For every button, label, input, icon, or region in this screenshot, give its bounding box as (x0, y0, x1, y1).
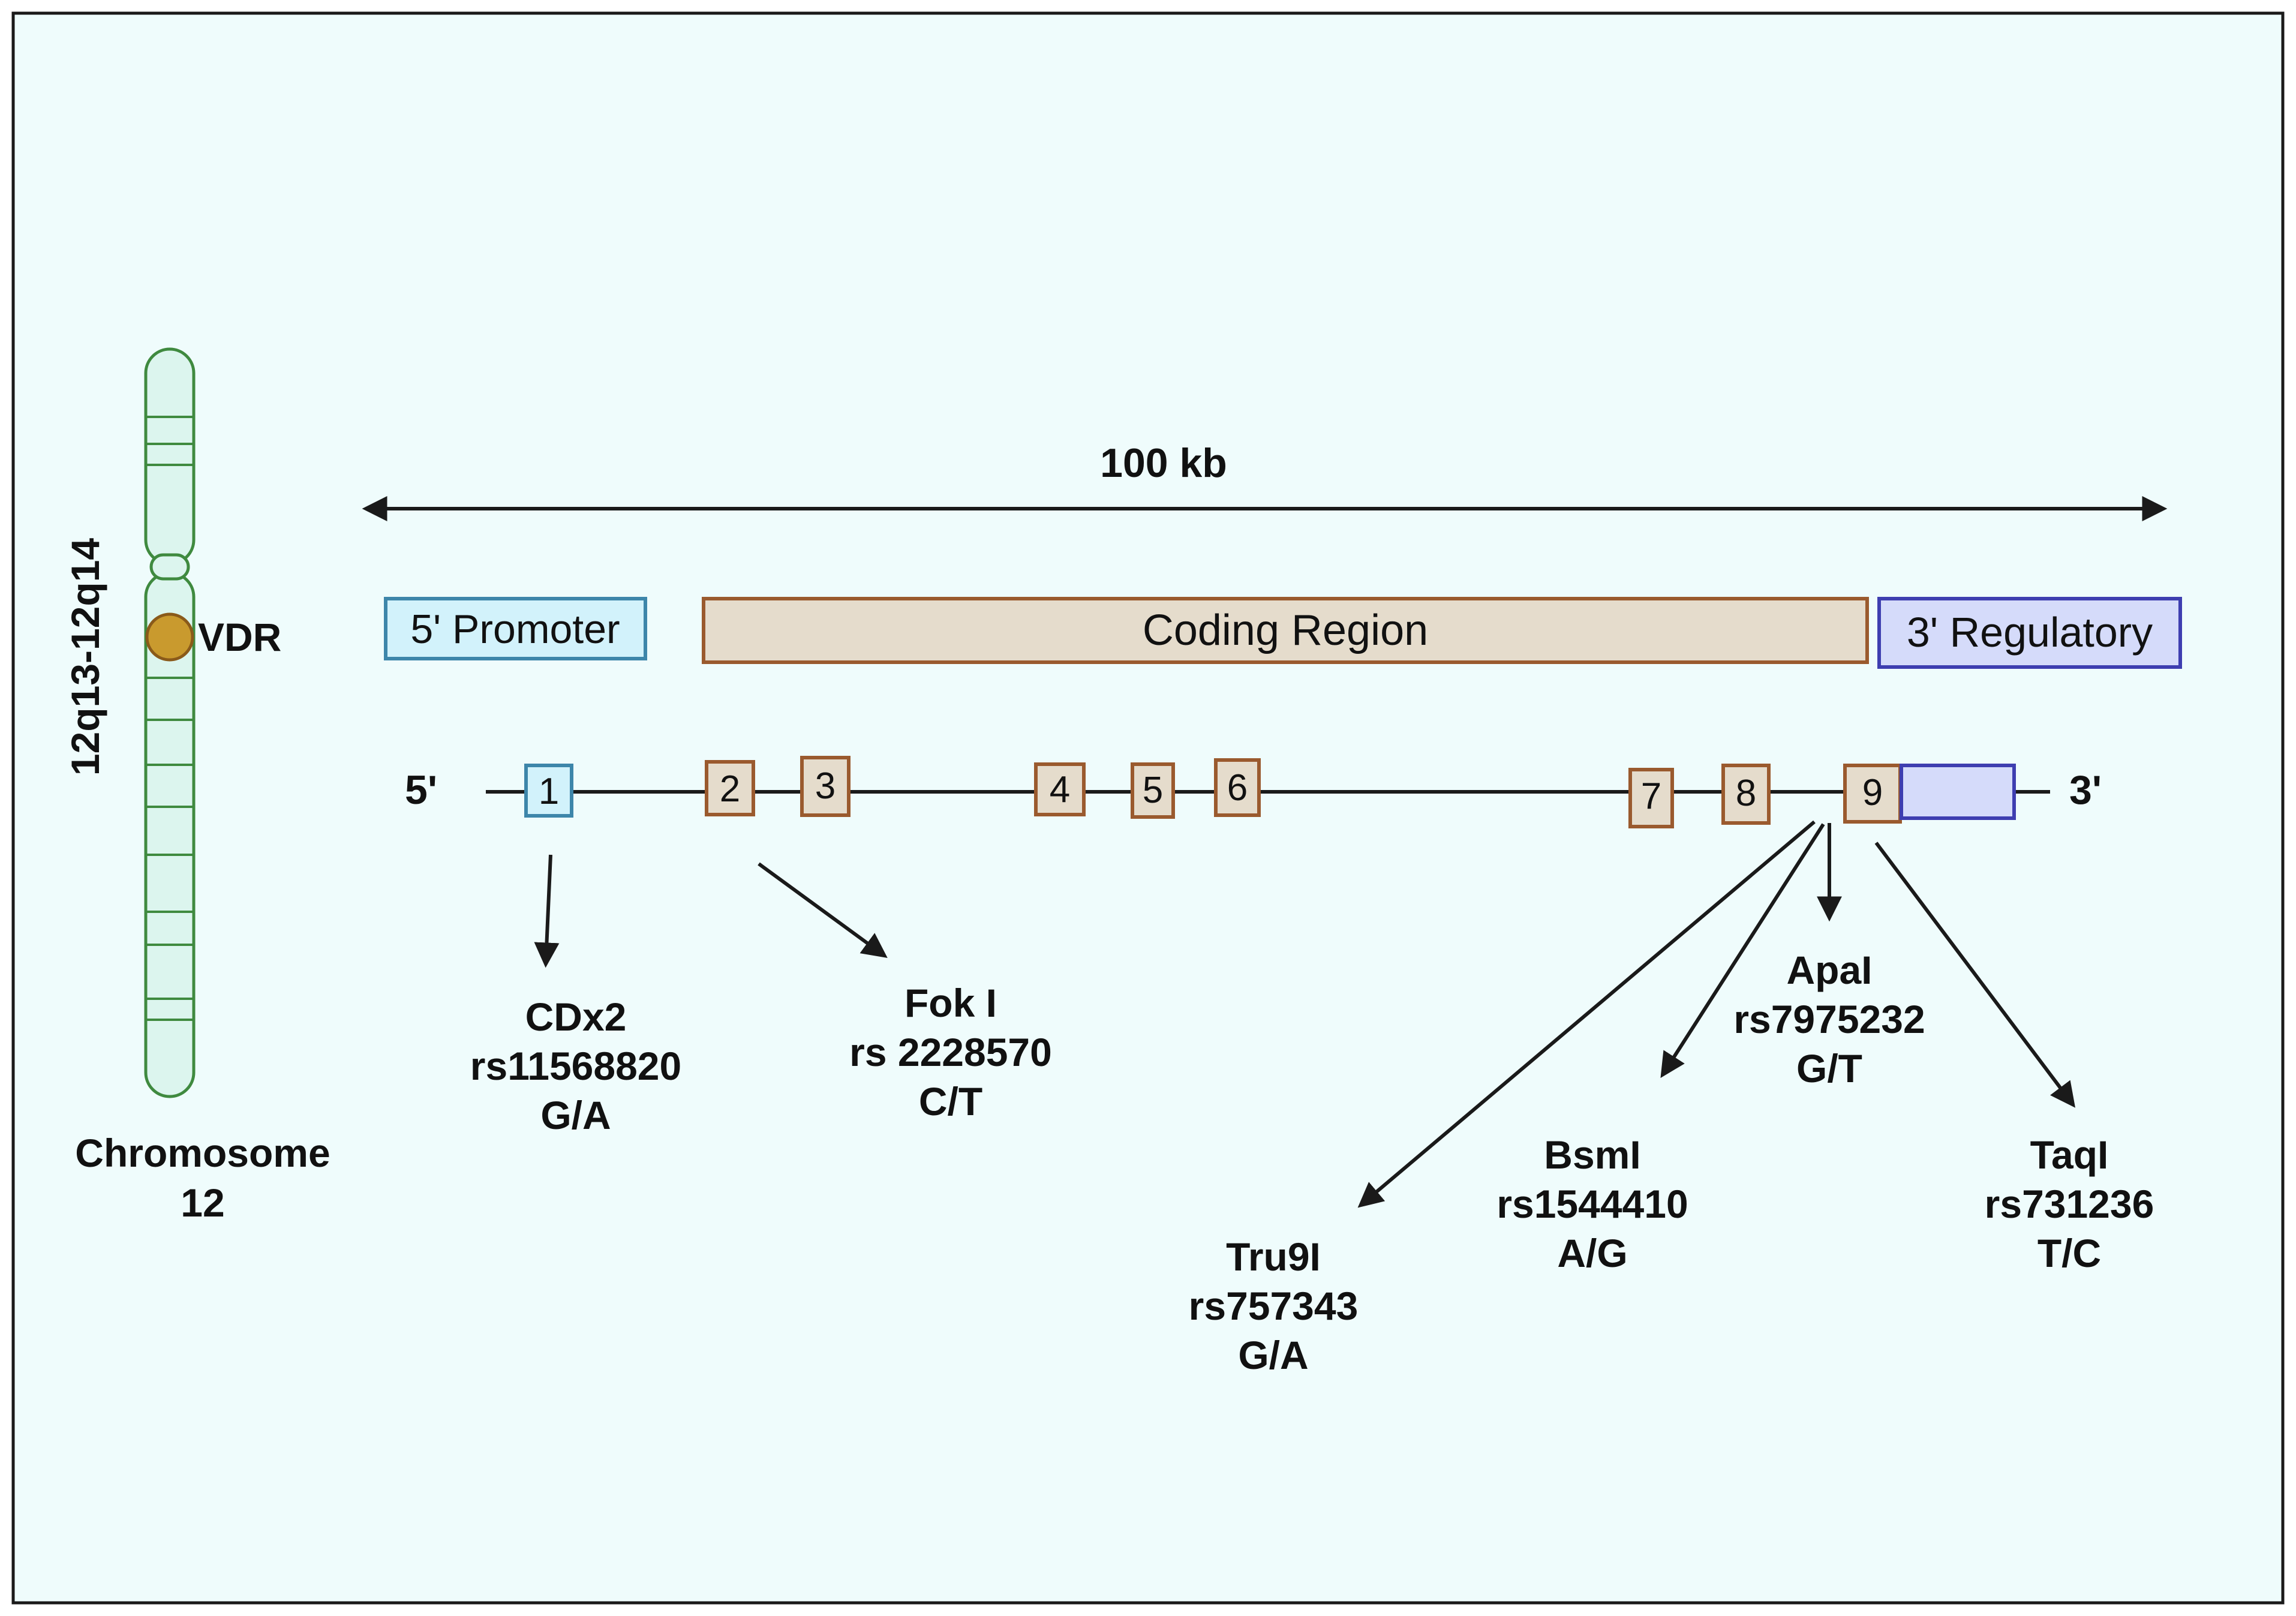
snp-label-apai: ApaI rs7975232 G/T (1733, 948, 1925, 1091)
snp-arrows (534, 820, 2076, 1208)
svg-text:2: 2 (720, 768, 740, 810)
arrow-cdx2 (534, 854, 560, 968)
three-prime-utr-block (1900, 764, 2016, 820)
regulatory-region-label: 3' Regulatory (1907, 609, 2153, 656)
svg-text:5: 5 (1143, 770, 1163, 811)
snp-label-bsmi: BsmI rs1544410 A/G (1496, 1133, 1688, 1275)
snp-label-tru9i: Tru9I rs757343 G/A (1189, 1234, 1359, 1377)
exon-6: 6 (1214, 758, 1261, 817)
three-prime-label: 3' (2069, 767, 2102, 813)
exon-8: 8 (1721, 764, 1771, 825)
svg-text:G/A: G/A (540, 1093, 611, 1137)
svg-text:rs757343: rs757343 (1189, 1284, 1359, 1328)
coding-region-label: Coding Region (1143, 606, 1428, 654)
snp-label-taqi: TaqI rs731236 T/C (1985, 1133, 2154, 1275)
svg-text:T/C: T/C (2037, 1231, 2101, 1275)
promoter-region-label: 5' Promoter (410, 606, 620, 652)
chromosome-p-arm (144, 347, 196, 566)
svg-text:7: 7 (1641, 776, 1661, 817)
chromosome-ideogram (144, 347, 196, 1098)
svg-text:rs7975232: rs7975232 (1733, 997, 1925, 1041)
exon-5: 5 (1131, 762, 1175, 819)
svg-text:rs 2228570: rs 2228570 (849, 1030, 1052, 1074)
exon-3: 3 (800, 756, 851, 817)
exon-2: 2 (705, 760, 755, 816)
svg-text:CDx2: CDx2 (525, 995, 627, 1039)
exon-4: 4 (1034, 762, 1086, 816)
svg-text:1: 1 (539, 771, 559, 812)
centromere (149, 553, 190, 581)
arrow-taqi (1874, 842, 2076, 1108)
svg-text:G/A: G/A (1238, 1333, 1308, 1377)
svg-text:G/T: G/T (1796, 1046, 1862, 1091)
svg-text:3: 3 (815, 765, 836, 807)
svg-text:4: 4 (1050, 769, 1070, 810)
svg-text:rs731236: rs731236 (1985, 1182, 2154, 1226)
exon-1: 1 (524, 764, 573, 818)
chromosome-name-line2: 12 (181, 1181, 224, 1225)
exon-7: 7 (1628, 768, 1674, 828)
arrow-foki (758, 862, 888, 958)
promoter-region-box (384, 597, 647, 660)
svg-text:A/G: A/G (1557, 1231, 1627, 1275)
svg-text:Tru9I: Tru9I (1226, 1234, 1321, 1279)
vdr-locus-marker (145, 612, 194, 662)
scale-label: 100 kb (1100, 440, 1227, 486)
snp-label-cdx2: CDx2 rs11568820 G/A (470, 995, 681, 1137)
vdr-gene-label: VDR (198, 615, 281, 659)
arrow-tru9i (1357, 820, 1816, 1208)
svg-text:BsmI: BsmI (1544, 1133, 1640, 1177)
svg-text:C/T: C/T (919, 1079, 982, 1124)
chromosome-band-label: 12q13-12q14 (63, 538, 107, 776)
chromosome-name-line1: Chromosome (75, 1131, 330, 1175)
svg-text:8: 8 (1736, 773, 1756, 814)
svg-text:Fok I: Fok I (904, 981, 997, 1025)
svg-text:9: 9 (1862, 772, 1883, 813)
svg-text:6: 6 (1227, 767, 1248, 809)
five-prime-label: 5' (405, 767, 437, 813)
regulatory-region-box (1877, 597, 2182, 669)
snp-label-foki: Fok I rs 2228570 C/T (849, 981, 1052, 1124)
svg-text:rs1544410: rs1544410 (1496, 1182, 1688, 1226)
arrow-bsmi (1660, 823, 1825, 1079)
svg-text:ApaI: ApaI (1786, 948, 1872, 992)
svg-text:TaqI: TaqI (2030, 1133, 2109, 1177)
coding-region-box (702, 597, 1869, 664)
svg-text:rs11568820: rs11568820 (470, 1044, 681, 1088)
chromosome-bands (146, 416, 194, 1021)
exon-9: 9 (1843, 764, 1902, 824)
